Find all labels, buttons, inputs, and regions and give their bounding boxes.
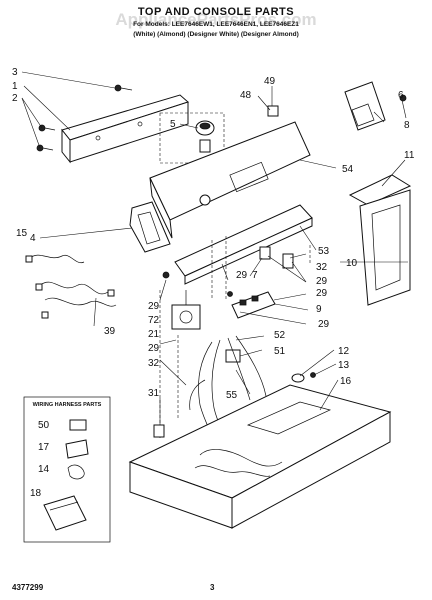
timer-part (162, 271, 201, 330)
callout-12: 12 (338, 346, 350, 357)
rear-panel-part (61, 94, 189, 164)
kit-callout-17: 17 (38, 442, 50, 453)
diagram-title: TOP AND CONSOLE PARTS (137, 6, 295, 18)
callout-labels: 3 1 2 4 15 39 5 49 48 6 8 11 54 53 10 29… (12, 67, 415, 499)
callout-21: 21 (148, 329, 160, 340)
callout-29-e: 29 (148, 301, 160, 312)
kit-part-18 (43, 495, 87, 531)
callout-6: 6 (398, 90, 404, 101)
kit-part-50 (69, 419, 87, 431)
callout-13: 13 (338, 360, 350, 371)
model-numbers: For Models: LEE7646EW1, LEE7646EN1, LEE7… (133, 21, 299, 28)
switch-7-part (259, 246, 271, 260)
callout-8: 8 (404, 120, 410, 131)
callout-32: 39 (104, 326, 116, 337)
kit-part-14 (67, 464, 85, 480)
callout-29-f: 29 (148, 343, 160, 354)
cabinet-top-part (128, 384, 392, 529)
kit-callout-18: 18 (30, 488, 42, 499)
wiring-harness-kit-box: WIRING HARNESS PARTS (23, 396, 111, 543)
watermark: AppliancePartsPros.com (115, 10, 317, 29)
console-frame-part (174, 204, 313, 285)
callout-1: 1 (12, 81, 18, 92)
timer-knob-part (195, 120, 215, 153)
color-codes: (White) (Almond) (Designer White) (Desig… (133, 31, 299, 38)
callout-3: 3 (12, 67, 18, 78)
callout-16: 16 (340, 376, 352, 387)
bracket-12-13-part (291, 372, 316, 383)
footer-page-number: 3 (210, 583, 215, 592)
top-cover-part (348, 174, 412, 206)
callout-30: 31 (148, 388, 160, 399)
callout-7: 7 (252, 270, 258, 281)
footer-part-number: 4377299 (12, 583, 44, 592)
button-part (267, 105, 279, 117)
callout-29-c: 29 (316, 288, 328, 299)
callout-54: 54 (342, 164, 354, 175)
end-cap-right-part (344, 81, 407, 131)
callout-29-d: 29 (318, 319, 330, 330)
callout-leaders (21, 71, 408, 425)
callout-39: 32 (316, 262, 328, 273)
callout-9: 9 (316, 304, 322, 315)
kit-part-17 (65, 439, 89, 459)
callout-15: 15 (16, 228, 28, 239)
callout-4: 4 (30, 233, 36, 244)
callout-10: 10 (346, 258, 358, 269)
switch-39-part (282, 253, 294, 269)
end-cap-left-part (129, 201, 171, 253)
foot-part (153, 424, 165, 438)
callout-2: 2 (12, 93, 18, 104)
callout-55: 55 (226, 390, 238, 401)
side-frame-part (359, 189, 411, 306)
callout-11: 11 (404, 150, 415, 161)
kit-title: WIRING HARNESS PARTS (33, 402, 102, 408)
callout-31: 32 (148, 358, 160, 369)
kit-callout-14: 14 (38, 464, 50, 475)
callout-5: 5 (170, 119, 176, 130)
callout-72: 72 (148, 315, 160, 326)
callout-48: 48 (240, 90, 252, 101)
kit-callout-50: 50 (38, 420, 50, 431)
callout-29-a: 29 (236, 270, 248, 281)
callout-52: 52 (274, 330, 286, 341)
wire-harness-part (25, 254, 117, 319)
switch-part (227, 291, 276, 319)
console-panel-part (149, 121, 311, 239)
callout-51: 51 (274, 346, 286, 357)
callout-29-b: 29 (316, 276, 328, 287)
callout-53: 53 (318, 246, 330, 257)
callout-49: 49 (264, 76, 276, 87)
